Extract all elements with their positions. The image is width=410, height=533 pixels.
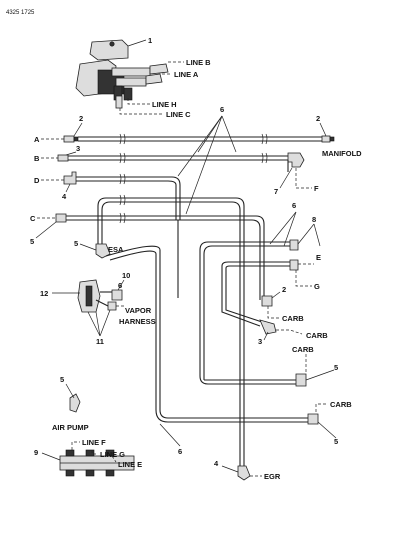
callout-2-carb: 2 bbox=[282, 285, 286, 294]
label-e: E bbox=[316, 253, 321, 262]
label-d: D bbox=[34, 176, 40, 185]
callout-1: 1 bbox=[148, 36, 152, 45]
label-g: G bbox=[314, 282, 320, 291]
label-vapor: VAPOR bbox=[125, 306, 152, 315]
callout-3-carb: 3 bbox=[258, 337, 262, 346]
break-marks bbox=[119, 133, 268, 224]
label-line-f-bottom: LINE F bbox=[82, 438, 106, 447]
label-harness: HARNESS bbox=[119, 317, 156, 326]
callout-5-c: 5 bbox=[30, 237, 34, 246]
label-a: A bbox=[34, 135, 40, 144]
callout-6-right: 6 bbox=[292, 201, 296, 210]
label-c: C bbox=[30, 214, 36, 223]
label-manifold: MANIFOLD bbox=[322, 149, 362, 158]
label-carb-2: CARB bbox=[306, 331, 328, 340]
callout-8: 8 bbox=[312, 215, 316, 224]
label-f: F bbox=[314, 184, 319, 193]
right-tubes bbox=[199, 239, 299, 385]
diagram-code: 4325 1725 bbox=[6, 10, 35, 16]
callout-7: 7 bbox=[274, 187, 278, 196]
callout-5-air-pump: 5 bbox=[60, 375, 64, 384]
callout-10: 10 bbox=[122, 271, 130, 280]
callout-9: 9 bbox=[34, 448, 38, 457]
label-b: B bbox=[34, 154, 40, 163]
vapor-harness-assembly bbox=[77, 279, 123, 313]
callout-5-bottom: 5 bbox=[334, 437, 338, 446]
callout-2-manifold: 2 bbox=[316, 114, 320, 123]
callout-6-vapor: 6 bbox=[118, 281, 122, 290]
callout-12: 12 bbox=[40, 289, 48, 298]
label-line-b-top: LINE B bbox=[186, 58, 211, 67]
line-c-tubes: C bbox=[30, 213, 265, 300]
callout-3: 3 bbox=[76, 144, 80, 153]
callout-4-egr: 4 bbox=[214, 459, 219, 468]
line-b-tubes: B bbox=[34, 152, 305, 168]
label-line-c-top: LINE C bbox=[166, 110, 191, 119]
callout-6-bottom: 6 bbox=[178, 447, 182, 456]
label-line-a-top: LINE A bbox=[174, 70, 199, 79]
line-a-tubes: A bbox=[34, 135, 335, 144]
callout-5-esa: 5 bbox=[74, 239, 78, 248]
label-air-pump: AIR PUMP bbox=[52, 423, 89, 432]
line-d-tubes: D bbox=[34, 171, 181, 298]
connector-block bbox=[59, 449, 135, 477]
callout-6-top: 6 bbox=[220, 105, 224, 114]
callout-4-d: 4 bbox=[62, 192, 67, 201]
callout-2-a: 2 bbox=[79, 114, 83, 123]
callout-5-carb: 5 bbox=[334, 363, 338, 372]
callout-11: 11 bbox=[96, 337, 104, 346]
label-egr: EGR bbox=[264, 472, 281, 481]
label-esa: ESA bbox=[108, 245, 124, 254]
label-line-g-bottom: LINE G bbox=[100, 450, 125, 459]
label-carb-3: CARB bbox=[292, 345, 314, 354]
label-carb-1: CARB bbox=[282, 314, 304, 323]
label-line-e-bottom: LINE E bbox=[118, 460, 142, 469]
label-line-h-top: LINE H bbox=[152, 100, 177, 109]
label-carb-4: CARB bbox=[330, 400, 352, 409]
solenoid-assembly bbox=[75, 39, 169, 109]
